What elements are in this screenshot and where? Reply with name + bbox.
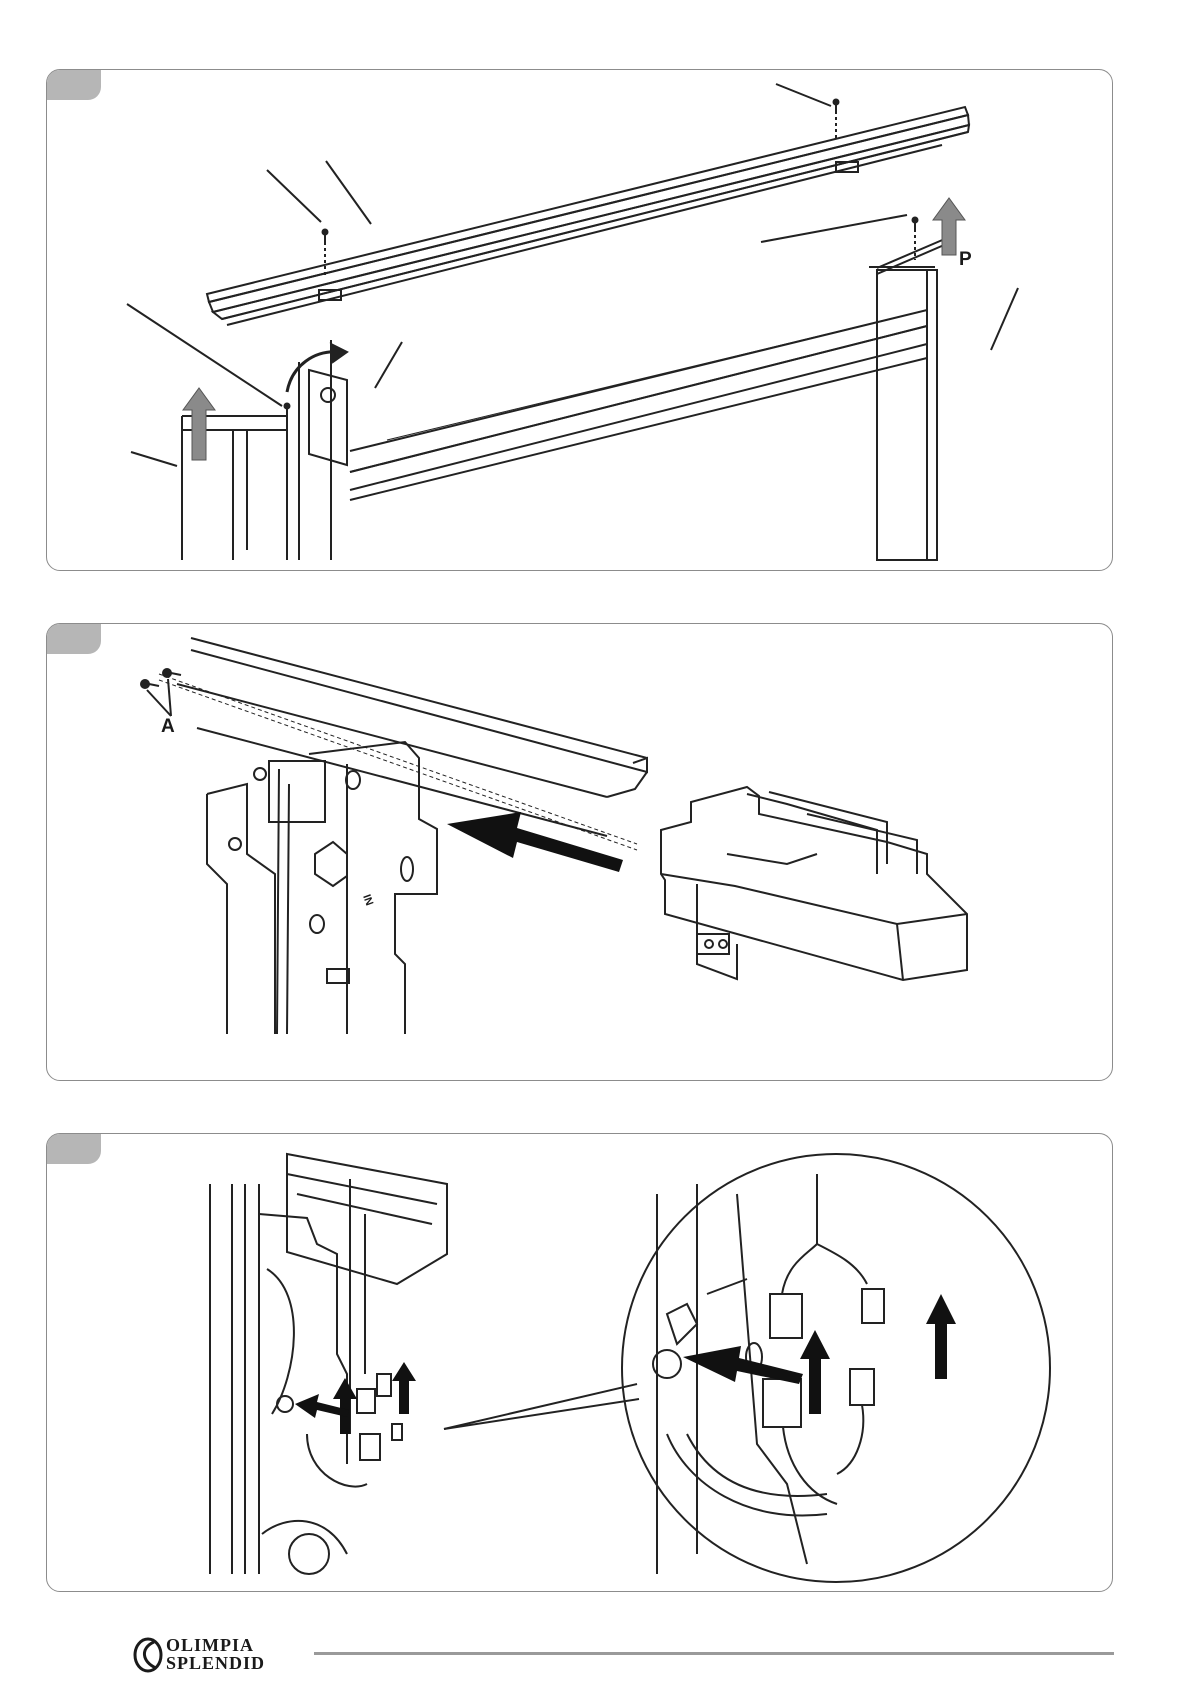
- callout-label-p: P: [959, 249, 972, 270]
- instruction-panel-step-2: A IN: [46, 623, 1113, 1081]
- page-footer: OLIMPIA SPLENDID: [0, 1600, 1191, 1684]
- screw-icon: [834, 100, 839, 139]
- brand-logo: OLIMPIA SPLENDID: [132, 1634, 302, 1676]
- brand-name-line1: OLIMPIA: [166, 1636, 254, 1654]
- screw-icon: [913, 218, 918, 261]
- wiring-connection-illustration: [47, 1134, 1113, 1592]
- screw-icon: [141, 680, 159, 688]
- instruction-panel-step-1: P: [46, 69, 1113, 571]
- control-box-insertion-illustration: A IN: [47, 624, 1113, 1081]
- top-rail-removal-illustration: P: [47, 70, 1113, 571]
- insert-arrow-icon: [447, 812, 623, 872]
- unit-overview: [210, 1154, 447, 1574]
- lift-arrow-icon: [933, 198, 965, 255]
- insert-arrow-icon: [295, 1346, 803, 1418]
- top-rail: [207, 107, 969, 325]
- detail-magnifier: [622, 1154, 1050, 1582]
- instruction-panel-step-3: [46, 1133, 1113, 1592]
- screw-icon: [323, 230, 328, 276]
- callout-label-a: A: [161, 716, 175, 737]
- side-plate: [207, 742, 437, 1034]
- brand-name-line2: SPLENDID: [166, 1654, 265, 1672]
- screw-icon: [163, 669, 181, 677]
- connector-marking: IN: [360, 893, 375, 907]
- footer-divider: [314, 1652, 1114, 1655]
- brand-logo-icon: [132, 1634, 166, 1676]
- lift-arrow-icon: [183, 388, 215, 460]
- control-box: [661, 787, 967, 980]
